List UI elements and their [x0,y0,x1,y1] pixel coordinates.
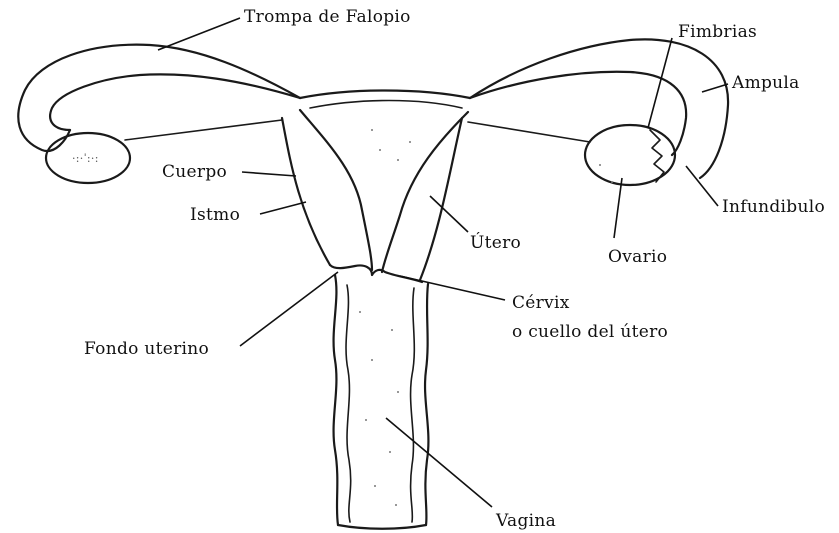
label-cuello-del-utero: o cuello del útero [512,322,668,342]
uterus-fundus-inner [310,101,462,109]
left-ovary-texture: ·:·ˈ:·: [72,152,99,165]
stipple-dots [359,129,613,506]
svg-text:·:·ˈ:·:: ·:·ˈ:·: [72,152,99,165]
uterus-left-wall [282,118,330,265]
label-cervix: Cérvix [512,293,570,313]
label-vagina: Vagina [495,511,556,531]
vagina-bottom [338,525,426,529]
uterine-cavity-left [300,110,372,270]
label-istmo: Istmo [190,205,240,225]
vagina-left-wall [334,275,338,525]
leader-fondo [240,272,338,346]
left-fallopian-tube-inner [50,74,300,130]
left-ovarian-ligament [125,120,282,140]
leader-cervix [400,276,505,300]
label-trompa-de-falopio: Trompa de Falopio [244,7,411,27]
leader-istmo [260,202,306,214]
label-ampula: Ampula [731,73,800,93]
leader-trompa [158,18,240,50]
vagina-right-wall [425,284,428,525]
leader-ampula [702,84,728,92]
leader-utero [430,196,468,232]
right-ovarian-ligament [468,122,590,142]
cervix-shape [330,265,422,282]
vagina-right-inner [411,288,415,522]
leader-infundibulo [686,166,718,206]
right-fallopian-tube-outer [470,39,728,178]
leader-vagina [386,418,492,507]
leader-cuerpo [242,172,296,176]
right-fallopian-tube-inner [470,72,686,155]
label-ovario: Ovario [608,247,667,267]
leader-ovario [614,178,622,238]
label-utero: Útero [470,232,521,253]
vagina-left-inner [346,285,351,522]
fimbriae-zigzag [650,130,664,182]
uterus-fundus-top [300,91,470,99]
uterine-cavity-right [382,112,468,272]
label-fondo-uterino: Fondo uterino [84,339,209,359]
label-infundibulo: Infundibulo [722,197,825,217]
label-cuerpo: Cuerpo [162,162,227,182]
label-fimbrias: Fimbrias [678,22,757,42]
